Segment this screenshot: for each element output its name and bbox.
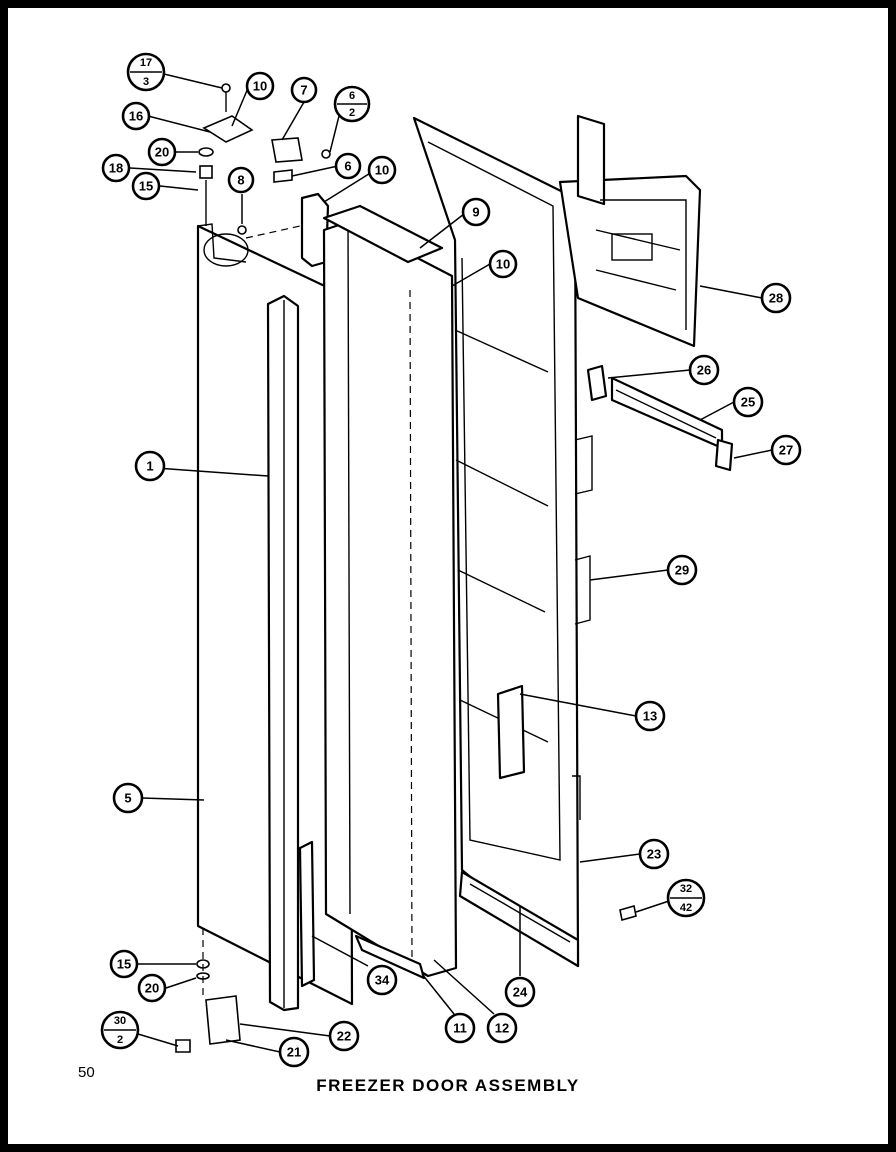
callout-13: 13: [634, 700, 666, 732]
svg-text:22: 22: [337, 1029, 351, 1044]
callout-8: 8: [227, 166, 255, 194]
svg-text:12: 12: [495, 1021, 509, 1036]
svg-text:3: 3: [143, 76, 149, 88]
callout-7: 7: [290, 76, 318, 104]
callout-20-top: 20: [147, 137, 177, 167]
svg-text:28: 28: [769, 291, 783, 306]
diagram-title: FREEZER DOOR ASSEMBLY: [316, 1076, 580, 1095]
handle-trim: [266, 294, 300, 1012]
screws: [619, 904, 637, 922]
svg-text:17: 17: [140, 57, 152, 69]
callout-11: 11: [444, 1012, 476, 1044]
bottom-hinge-hardware: [175, 928, 241, 1053]
svg-text:20: 20: [155, 145, 169, 160]
callout-10-top: 10: [367, 155, 397, 185]
insulation-block: [322, 220, 458, 978]
door-gasket: [354, 934, 426, 980]
svg-text:7: 7: [300, 83, 307, 98]
svg-text:24: 24: [513, 985, 528, 1000]
svg-text:1: 1: [146, 459, 153, 474]
svg-text:29: 29: [675, 563, 689, 578]
top-housing: [558, 114, 702, 348]
callout-1: 1: [134, 450, 166, 482]
shelf-rail: [586, 364, 734, 472]
top-filler: [322, 204, 444, 264]
leader-lines: [129, 73, 773, 1053]
callout-22: 22: [328, 1020, 360, 1052]
callout-6-2: 6 2: [333, 85, 371, 123]
callout-10-side: 10: [488, 249, 518, 279]
svg-text:11: 11: [453, 1021, 467, 1036]
callout-26: 26: [688, 354, 720, 386]
svg-text:15: 15: [117, 957, 131, 972]
lower-handle-insert: [298, 840, 316, 988]
callout-34: 34: [366, 964, 398, 996]
callout-29: 29: [666, 554, 698, 586]
svg-text:6: 6: [349, 90, 355, 102]
svg-text:10: 10: [253, 79, 267, 94]
svg-text:13: 13: [643, 709, 657, 724]
svg-text:16: 16: [129, 109, 143, 124]
svg-text:34: 34: [375, 973, 390, 988]
svg-text:2: 2: [117, 1034, 123, 1046]
callout-27: 27: [770, 434, 802, 466]
callout-21: 21: [278, 1036, 310, 1068]
svg-text:27: 27: [779, 443, 793, 458]
page-number: 50: [78, 1064, 95, 1081]
svg-text:20: 20: [145, 981, 159, 996]
callout-5: 5: [112, 782, 144, 814]
top-hinge-hardware: [198, 83, 331, 235]
door-liner: [412, 116, 593, 968]
svg-text:30: 30: [114, 1015, 126, 1027]
callout-18: 18: [101, 153, 131, 183]
svg-text:10: 10: [375, 163, 389, 178]
svg-text:23: 23: [647, 847, 661, 862]
callout-24: 24: [504, 976, 536, 1008]
callout-12: 12: [486, 1012, 518, 1044]
callout-16: 16: [121, 101, 151, 131]
callout-9: 9: [461, 197, 491, 227]
svg-text:25: 25: [741, 395, 755, 410]
svg-text:9: 9: [472, 205, 479, 220]
svg-text:21: 21: [287, 1045, 301, 1060]
svg-text:10: 10: [496, 257, 510, 272]
door-stop: [496, 684, 526, 780]
callout-15-top: 15: [131, 171, 161, 201]
callout-32-42: 32 42: [666, 878, 706, 918]
svg-text:5: 5: [124, 791, 131, 806]
svg-text:8: 8: [237, 173, 244, 188]
svg-text:42: 42: [680, 902, 692, 914]
callout-20-bottom: 20: [137, 973, 167, 1003]
svg-text:2: 2: [349, 107, 355, 119]
callout-23: 23: [638, 838, 670, 870]
callout-6: 6: [334, 152, 362, 180]
callout-10-hinge: 10: [245, 71, 275, 101]
callout-15-bottom: 15: [109, 949, 139, 979]
callout-25: 25: [732, 386, 764, 418]
svg-text:6: 6: [344, 159, 351, 174]
svg-text:15: 15: [139, 179, 153, 194]
svg-text:18: 18: [109, 161, 123, 176]
svg-text:32: 32: [680, 883, 692, 895]
callout-30-2: 30 2: [100, 1010, 140, 1050]
callout-28: 28: [760, 282, 792, 314]
callout-17-3: 17 3: [126, 52, 166, 92]
svg-text:26: 26: [697, 363, 711, 378]
